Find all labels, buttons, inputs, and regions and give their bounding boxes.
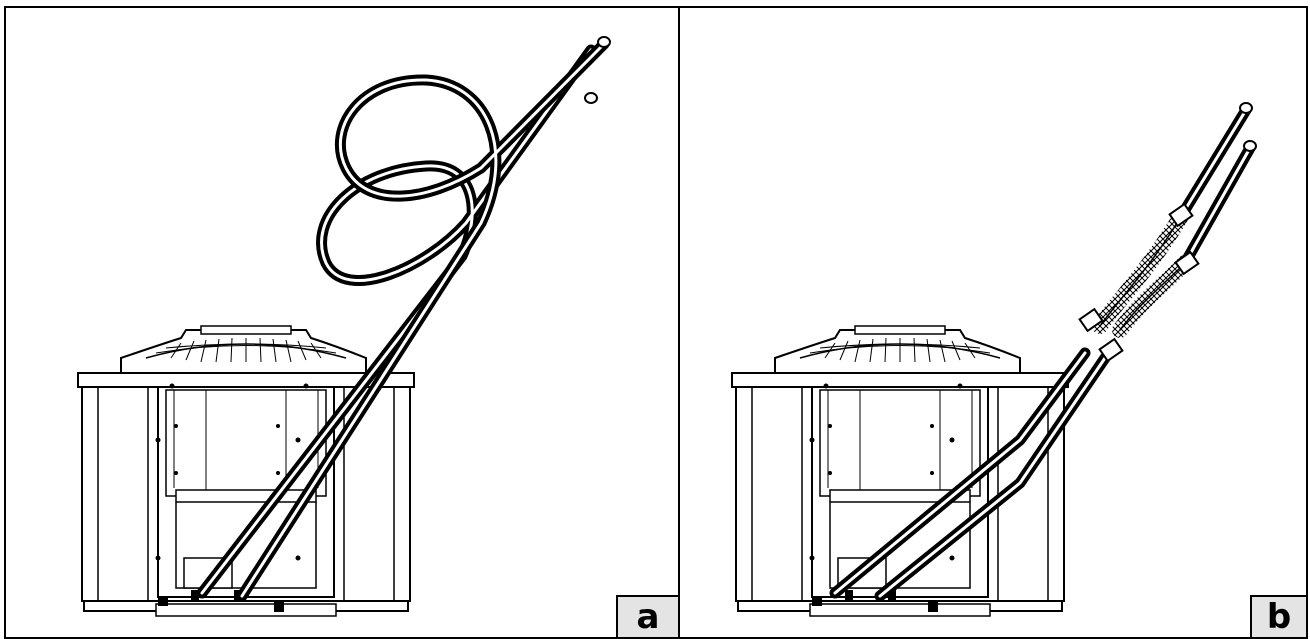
panel-label: b (1250, 595, 1306, 637)
panel-b: b (678, 6, 1308, 639)
panel-label: a (616, 595, 678, 637)
panel-a-drawing (77, 36, 611, 617)
panel-b-drawing (731, 102, 1257, 617)
panel-a: a (4, 6, 680, 639)
